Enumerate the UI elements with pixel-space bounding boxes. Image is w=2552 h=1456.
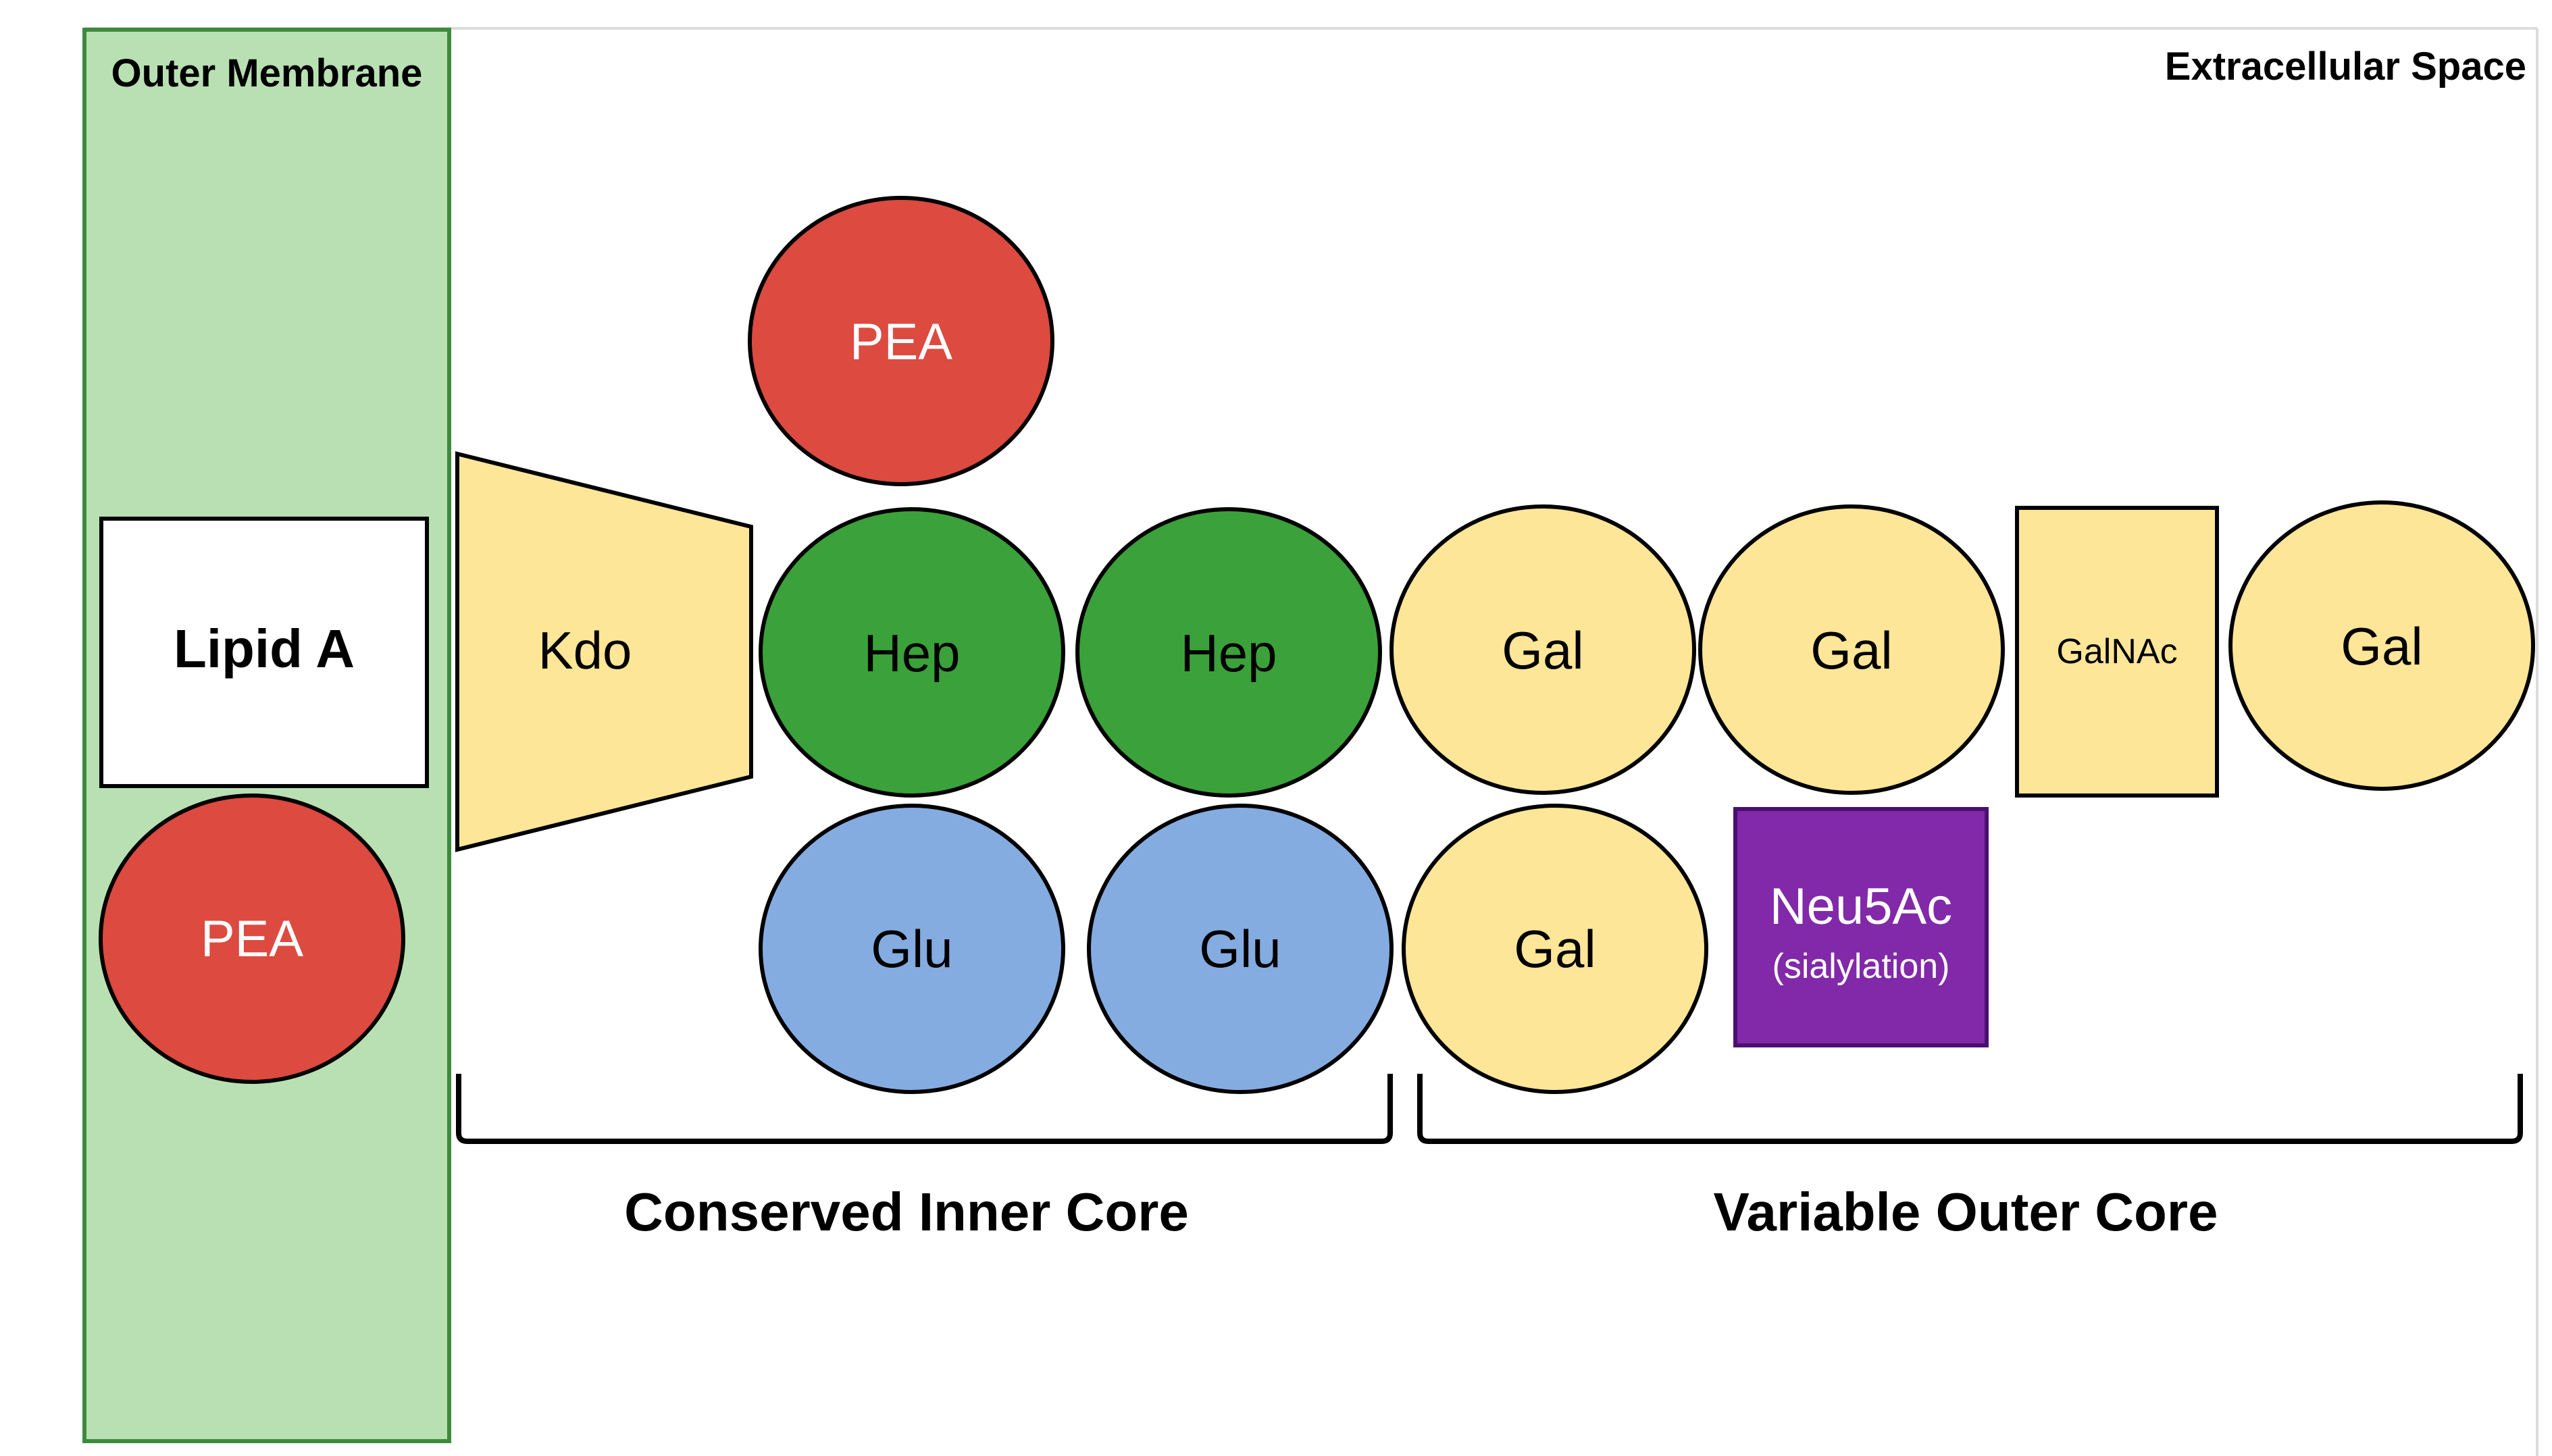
glu-circle-2 [1087,804,1394,1094]
glu-label-1: Glu [871,919,952,979]
pea-hep-label: PEA [850,313,952,371]
lipid-a-box [99,517,429,788]
gal-circle-3 [2228,500,2535,791]
neu5ac-rect [1733,807,1989,1047]
outer-membrane-label: Outer Membrane [111,51,423,95]
gal-label-2: Gal [1810,621,1892,680]
galnac-rect [2015,506,2219,798]
gal-branch-circle [1402,804,1708,1094]
hep-label-1: Hep [863,623,960,683]
gal-circle-1 [1389,504,1696,795]
gal-circle-2 [1698,504,2005,795]
gal-label-3: Gal [2341,617,2422,676]
neu5ac-label: Neu5Ac [1770,878,1952,935]
inner-core-label: Conserved Inner Core [624,1182,1189,1242]
pea-membrane-circle [99,794,405,1084]
galnac-label: GalNAc [2056,632,2177,671]
pea-membrane-label: PEA [201,910,303,968]
hep-circle-1 [759,507,1065,798]
glu-circle-1 [759,804,1065,1094]
glu-label-2: Glu [1199,919,1281,979]
kdo-shape [455,451,753,852]
neu5ac-note: (sialylation) [1772,947,1950,986]
lipid-a-label: Lipid A [174,619,355,679]
outer-core-label: Variable Outer Core [1714,1182,2218,1242]
gal-branch-label: Gal [1514,919,1596,979]
kdo-label: Kdo [538,621,632,680]
hep-circle-2 [1075,507,1382,798]
inner-core-bracket [456,1074,1393,1144]
extracellular-space-label: Extracellular Space [2165,45,2526,88]
outer-core-bracket [1417,1074,2523,1144]
pea-hep-circle [748,196,1054,486]
hep-label-2: Hep [1180,623,1277,683]
gal-label-1: Gal [1502,621,1583,680]
